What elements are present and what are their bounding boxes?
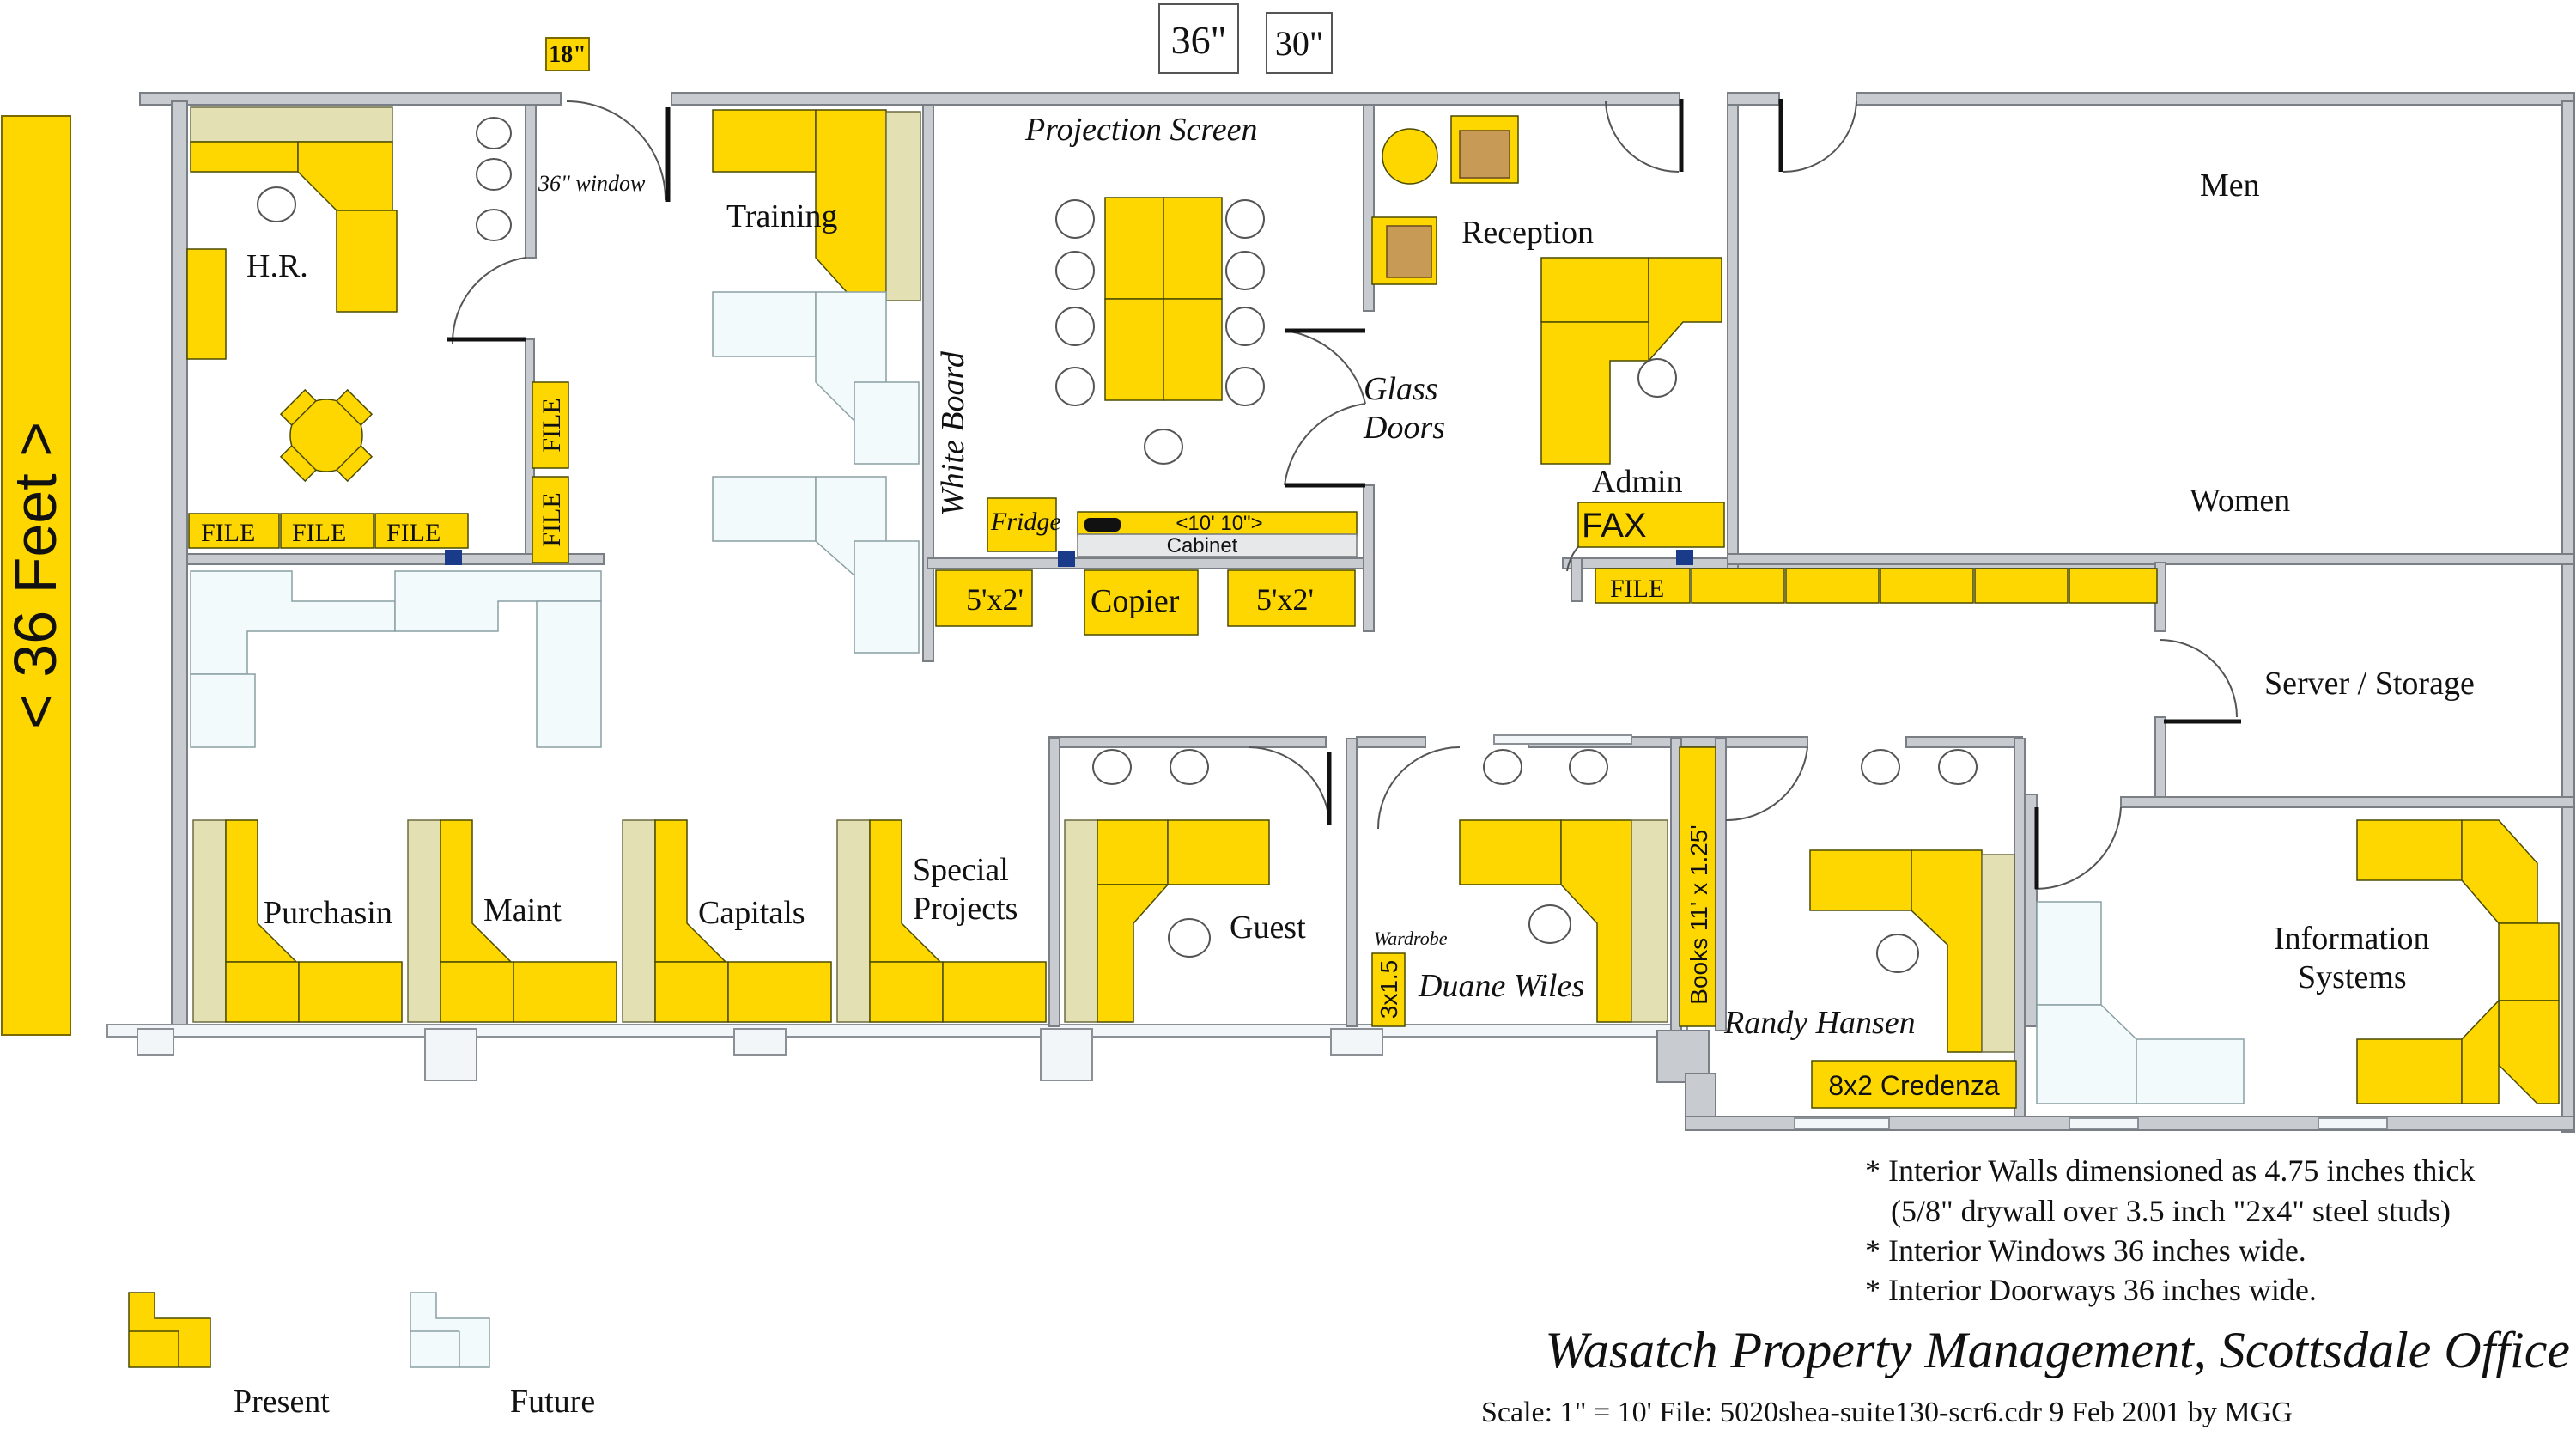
room-purchasing: Purchasin [264, 895, 392, 931]
room-admin: Admin [1592, 464, 1683, 500]
note-windows: * Interior Windows 36 inches wide. [1865, 1233, 2306, 1268]
scale-bar [1, 115, 71, 1036]
room-maint: Maint [483, 892, 562, 928]
dim-30-box [1266, 12, 1333, 74]
room-women: Women [2190, 483, 2290, 519]
room-men: Men [2200, 167, 2260, 204]
room-special-projects-2: Projects [913, 891, 1018, 927]
room-guest: Guest [1230, 910, 1306, 946]
books-label: Books 11' x 1.25' [1686, 825, 1712, 1004]
room-training: Training [726, 198, 838, 234]
conference-furniture [445, 197, 1693, 636]
file-label-6: FILE [1610, 575, 1664, 603]
dim-36-label: 36" [1171, 18, 1227, 62]
scale-line: Scale: 1" = 10' File: 5020shea-suite130-… [1481, 1397, 2293, 1428]
scale-bar-label: < 36 Feet > [2, 422, 69, 729]
room-reception: Reception [1461, 215, 1594, 251]
room-hr: H.R. [246, 248, 308, 284]
cabinet-dimension: <10' 10"> [1176, 512, 1262, 535]
note-doorways: * Interior Doorways 36 inches wide. [1865, 1273, 2317, 1307]
room-information-systems-2: Systems [2298, 959, 2407, 995]
reception-furniture [1371, 115, 2158, 604]
wardrobe-size-label: 3x1.5 [1376, 960, 1402, 1019]
cabinet-label: Cabinet [1167, 534, 1238, 557]
legend-future-label: Future [510, 1384, 595, 1420]
dim-36-box [1158, 3, 1239, 74]
legend-present-label: Present [234, 1384, 330, 1420]
window-36-label: 36" window [538, 171, 646, 196]
file-label-3: FILE [386, 519, 440, 547]
plan-title: Wasatch Property Management, Scottsdale … [1545, 1322, 2570, 1378]
room-information-systems-1: Information [2274, 921, 2430, 957]
white-board-label: White Board [935, 350, 971, 516]
walls [106, 92, 2575, 1133]
wardrobe-label: Wardrobe [1374, 928, 1448, 949]
note-drywall: (5/8" drywall over 3.5 inch "2x4" steel … [1891, 1194, 2451, 1228]
glass-doors-label-2: Doors [1363, 410, 1445, 446]
copier-label: Copier [1091, 583, 1180, 619]
hr-furniture [186, 106, 602, 748]
dim-18-box [545, 37, 590, 71]
table-5x2-label-2: 5'x2' [1256, 582, 1314, 617]
fax-label: FAX [1582, 507, 1647, 545]
table-5x2-label-1: 5'x2' [966, 582, 1024, 617]
file-label-5: FILE [538, 492, 566, 546]
doors [447, 99, 2241, 891]
glass-doors-label-1: Glass [1364, 371, 1438, 407]
training-furniture [712, 109, 921, 654]
legend [128, 1292, 490, 1368]
bottom-office-furniture [192, 746, 2560, 1109]
room-server-storage: Server / Storage [2264, 666, 2475, 702]
file-label-1: FILE [201, 519, 255, 547]
credenza-label: 8x2 Credenza [1828, 1070, 1999, 1101]
room-capitals: Capitals [698, 895, 805, 931]
note-walls: * Interior Walls dimensioned as 4.75 inc… [1865, 1153, 2475, 1188]
room-duane-wiles: Duane Wiles [1418, 968, 1584, 1004]
room-randy-hansen: Randy Hansen [1723, 1005, 1916, 1041]
fridge-label: Fridge [990, 508, 1061, 536]
file-label-2: FILE [292, 519, 346, 547]
file-label-4: FILE [538, 398, 566, 452]
room-special-projects-1: Special [913, 852, 1009, 888]
dim-30-label: 30" [1275, 24, 1323, 63]
dim-18-label: 18" [549, 41, 586, 68]
room-projection-screen: Projection Screen [1024, 112, 1257, 148]
